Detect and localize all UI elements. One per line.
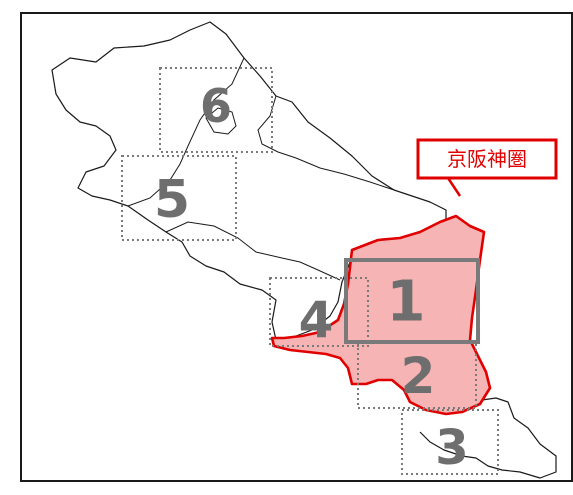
lake-shape [205,107,237,135]
zone-label-5: 5 [154,170,190,230]
zone-box-2 [357,341,477,409]
callout-label: 京阪神圏 [447,147,527,171]
keihanshin-area [270,214,492,416]
prefecture-boundary [257,95,395,191]
prefecture-boundary [165,221,341,281]
zone-label-1: 1 [387,270,426,335]
prefecture-boundary [127,57,245,207]
region-outline [51,21,447,341]
callout-box [416,138,558,180]
zone-box-1 [344,258,480,344]
region-outline [419,397,557,479]
callout-leader [446,177,462,197]
zone-label-4: 4 [299,291,334,349]
zone-box-6 [159,67,273,153]
zone-label-6: 6 [200,79,232,133]
zone-box-5 [121,155,237,241]
zone-label-3: 3 [435,420,468,476]
zone-label-2: 2 [401,347,436,405]
zone-box-4 [269,277,369,347]
